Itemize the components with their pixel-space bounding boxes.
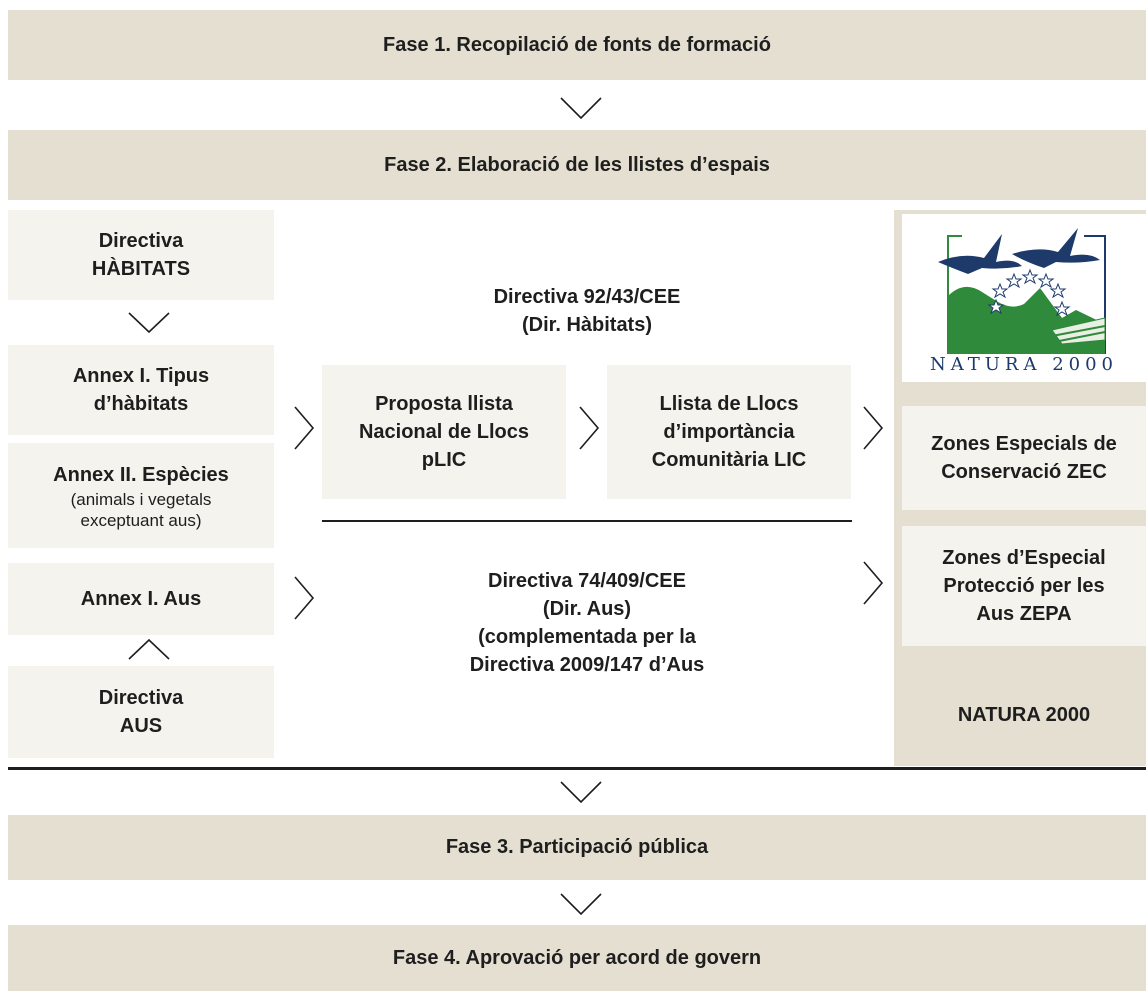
annex-1-birds-box: Annex I. Aus bbox=[8, 563, 274, 635]
directive-birds-label: Directiva AUS bbox=[98, 687, 184, 737]
annex-2-species-box: Annex II. Espècies (animals i vegetals e… bbox=[8, 443, 274, 548]
natura-2000-logo: NATURA 2000 bbox=[902, 214, 1146, 382]
middle-divider bbox=[322, 520, 852, 522]
phase-3-label: Fase 3. Participació pública bbox=[445, 836, 709, 858]
chevron-up-icon bbox=[128, 638, 170, 660]
phase-4-bar: Fase 4. Aprovació per acord de govern bbox=[8, 925, 1146, 991]
annex-1-habitats-label: Annex I. Tipus d’hàbitats bbox=[72, 365, 210, 415]
chevron-right-icon bbox=[863, 406, 884, 450]
phase-4-label: Fase 4. Aprovació per acord de govern bbox=[392, 946, 762, 969]
chevron-down-icon bbox=[128, 312, 170, 334]
chevron-down-icon bbox=[560, 893, 602, 916]
chevron-right-icon bbox=[294, 576, 315, 620]
annex-2-species-note: (animals i vegetals exceptuant aus) bbox=[70, 489, 212, 530]
natura-2000-footer: NATURA 2000 bbox=[902, 690, 1146, 740]
phase-2-label: Fase 2. Elaboració de les llistes d’espa… bbox=[384, 153, 770, 176]
zepa-box: Zones d’Especial Protecció per les Aus Z… bbox=[902, 526, 1146, 646]
lic-list-box: Llista de Llocs d’importància Comunitàri… bbox=[607, 365, 851, 499]
natura-2000-footer-label: NATURA 2000 bbox=[957, 704, 1091, 726]
habitats-directive-label: Directiva 92/43/CEE (Dir. Hàbitats) bbox=[493, 286, 681, 336]
birds-directive-label: Directiva 74/409/CEE (Dir. Aus) (complem… bbox=[469, 569, 705, 676]
natura-2000-logo-icon bbox=[938, 228, 1106, 354]
chevron-right-icon bbox=[294, 406, 315, 450]
directive-habitats-label: Directiva HÀBITATS bbox=[91, 230, 191, 280]
proposal-list-label: Proposta llista Nacional de Llocs pLIC bbox=[358, 393, 530, 471]
zec-label: Zones Especials de Conservació ZEC bbox=[931, 433, 1117, 483]
chevron-down-icon bbox=[560, 781, 602, 804]
phase-1-bar: Fase 1. Recopilació de fonts de formació bbox=[8, 10, 1146, 80]
natura-2000-logo-text: NATURA 2000 bbox=[929, 354, 1119, 375]
annex-1-birds-label: Annex I. Aus bbox=[80, 588, 202, 610]
habitats-directive-heading: Directiva 92/43/CEE (Dir. Hàbitats) bbox=[322, 280, 852, 342]
annex-2-species-label: Annex II. Espècies bbox=[53, 463, 229, 486]
directive-birds-box: Directiva AUS bbox=[8, 666, 274, 758]
zec-box: Zones Especials de Conservació ZEC bbox=[902, 406, 1146, 510]
annex-1-habitats-box: Annex I. Tipus d’hàbitats bbox=[8, 345, 274, 435]
lic-list-label: Llista de Llocs d’importància Comunitàri… bbox=[651, 393, 807, 471]
directive-habitats-box: Directiva HÀBITATS bbox=[8, 210, 274, 300]
birds-directive-heading: Directiva 74/409/CEE (Dir. Aus) (complem… bbox=[322, 560, 852, 685]
proposal-list-box: Proposta llista Nacional de Llocs pLIC bbox=[322, 365, 566, 499]
chevron-right-icon bbox=[863, 561, 884, 605]
section-divider bbox=[8, 767, 1146, 770]
chevron-down-icon bbox=[560, 97, 602, 120]
phase-1-label: Fase 1. Recopilació de fonts de formació bbox=[383, 33, 771, 56]
chevron-right-icon bbox=[579, 406, 600, 450]
phase-3-bar: Fase 3. Participació pública bbox=[8, 815, 1146, 880]
phase-2-bar: Fase 2. Elaboració de les llistes d’espa… bbox=[8, 130, 1146, 200]
zepa-label: Zones d’Especial Protecció per les Aus Z… bbox=[942, 547, 1106, 625]
